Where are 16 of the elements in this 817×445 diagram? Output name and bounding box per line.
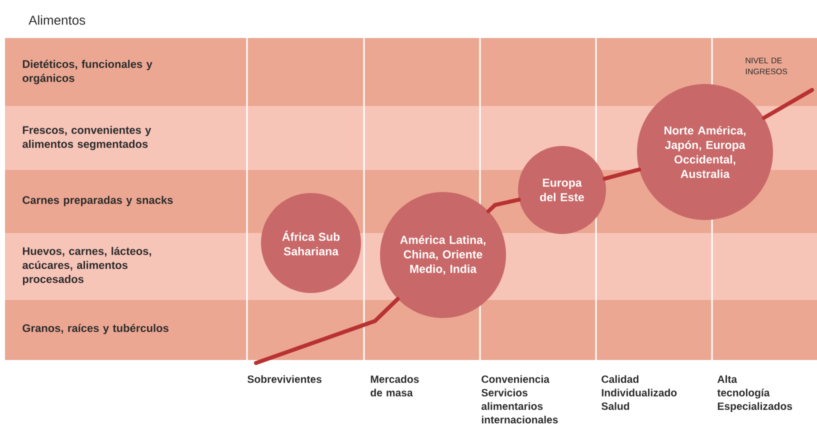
row-label: Carnes preparadas y snacks (22, 196, 173, 206)
column-label: Conveniencia Servicios alimentarios internacionales (482, 375, 558, 424)
column-label: Mercados de masa (370, 375, 419, 396)
income-line (602, 168, 642, 181)
income-line (254, 297, 400, 365)
column-label: Calidad Individualizado Salud (602, 375, 677, 410)
row-label: Dietéticos, funcionales y orgánicos (22, 60, 152, 84)
income-line (762, 88, 814, 120)
income-line (486, 198, 521, 214)
column-label: Sobrevivientes (248, 375, 322, 383)
column-label: Alta tecnología Especializados (717, 375, 792, 412)
axis-label: NIVEL DE INGRESOS (746, 58, 788, 74)
row-label: Granos, raíces y tubérculos (22, 324, 168, 334)
row-label: Huevos, carnes, lácteos, acúcares, alimentos procesados (22, 246, 152, 286)
title: Alimentos (28, 15, 86, 25)
row-label: Frescos, convenientes y alimentos segmentados (22, 126, 152, 150)
